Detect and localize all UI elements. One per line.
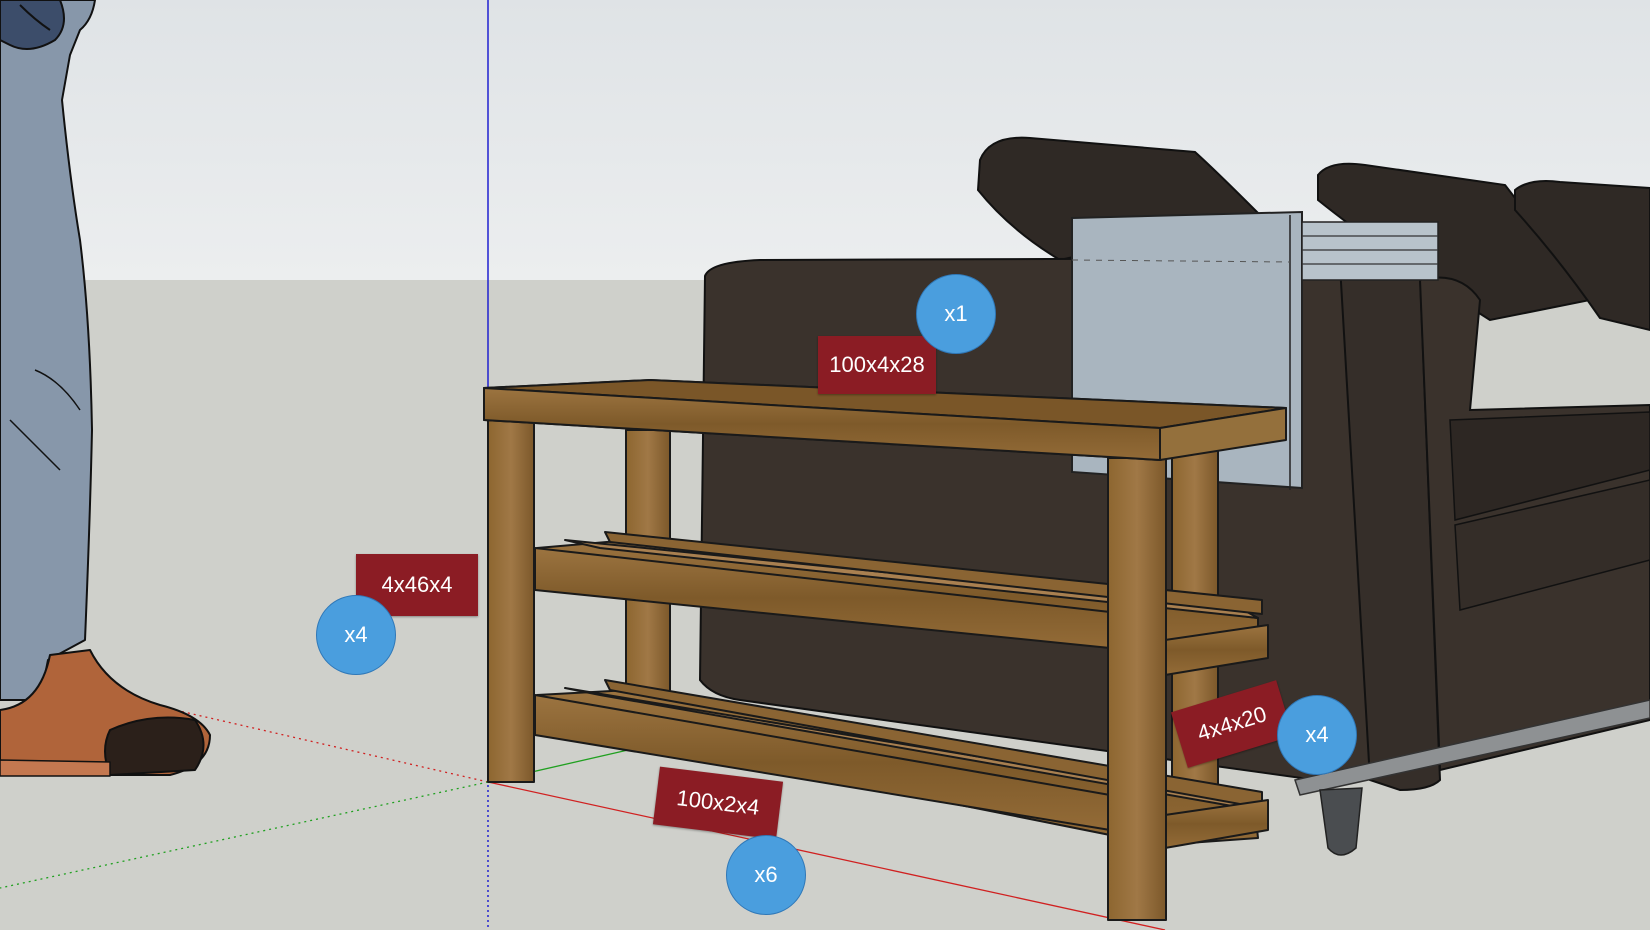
quantity-badge-rail: x4 <box>1277 695 1357 775</box>
quantity-badge-leg: x4 <box>316 595 396 675</box>
red-axis <box>487 781 1166 930</box>
part-label-tabletop: 100x4x28 <box>818 336 936 394</box>
axes <box>0 0 1166 930</box>
red-axis-dotted <box>109 694 489 783</box>
quantity-badge-slat: x6 <box>726 835 806 915</box>
quantity-badge-tabletop: x1 <box>916 274 996 354</box>
wooden-bench <box>483 379 1287 921</box>
person-figure <box>0 0 211 777</box>
part-label-leg: 4x46x4 <box>356 554 478 616</box>
